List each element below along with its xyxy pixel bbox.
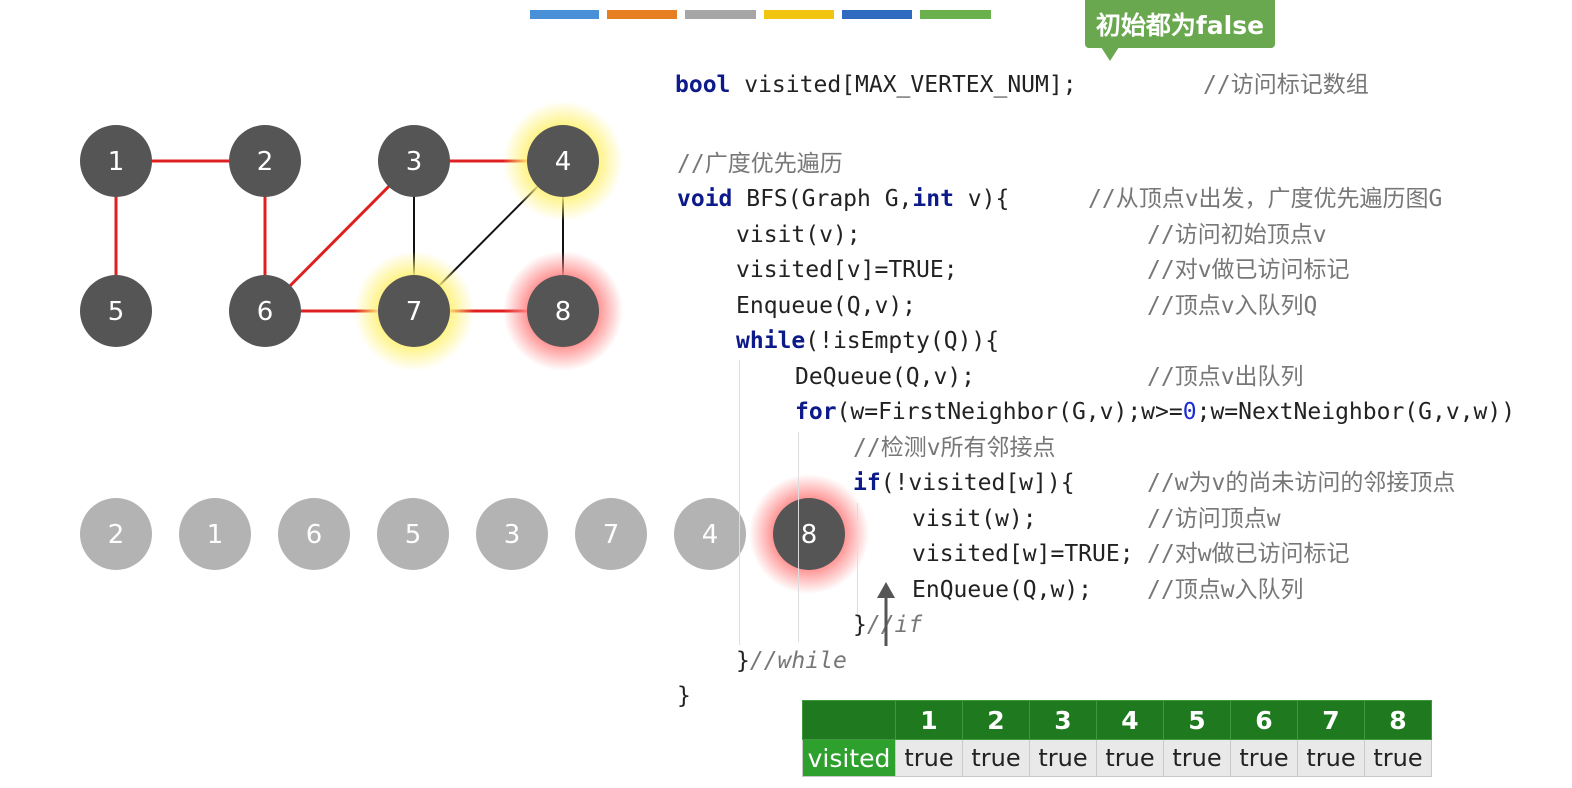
graph-node-label: 5 [108,297,125,327]
code-line-enqueue-w: EnQueue(Q,w); [912,577,1093,603]
graph-node-2: 2 [229,125,301,197]
visited-table-header-cell: 2 [962,700,1030,740]
queue-item-5: 5 [377,498,449,570]
visited-table-value-cell: true [1297,739,1365,777]
code-line-visit-w: visit(w); [912,506,1037,532]
visited-table-value-cell: true [1230,739,1298,777]
queue-item-label: 6 [306,520,323,550]
callout-bubble: 初始都为false [1085,0,1275,48]
graph-node-label: 4 [555,147,572,177]
queue-item-label: 2 [108,520,125,550]
code-line-mark-w: visited[w]=TRUE; [912,541,1134,567]
tab-swatch-darkblue [842,10,912,19]
code-line-while: while(!isEmpty(Q)){ [736,328,1000,354]
code-line-decl: bool visited[MAX_VERTEX_NUM]; [675,72,1077,98]
visited-table-header-cell: 7 [1297,700,1365,740]
graph-node-1: 1 [80,125,152,197]
queue-item-1: 1 [179,498,251,570]
graph-node-3: 3 [378,125,450,197]
tab-swatch-orange [607,10,677,19]
queue-item-8: 8 [749,474,869,594]
graph-node-7: 7 [354,251,474,371]
graph-node-label: 8 [555,297,572,327]
tab-swatch-gray [685,10,756,19]
code-comment-dequeue: //顶点v出队列 [1147,364,1304,390]
code-comment-mark-w: //对w做已访问标记 [1147,541,1350,567]
graph-node-8: 8 [503,251,623,371]
visited-table-value-cell: true [1029,739,1097,777]
visited-table-header-cell: 8 [1364,700,1432,740]
queue-item-3: 3 [476,498,548,570]
visited-table-value-cell: true [895,739,963,777]
code-comment-signature: //从顶点v出发，广度优先遍历图G [1088,186,1443,212]
visited-table-header-cell: 5 [1163,700,1231,740]
visited-table-value-cell: true [1096,739,1164,777]
graph-node-label: 3 [406,147,423,177]
code-comment-bfs: //广度优先遍历 [677,151,843,177]
queue-diagram: 2 1 6 5 3 7 4 8 [80,474,869,594]
queue-item-label: 7 [603,520,620,550]
code-line-if: if(!visited[w]){ [853,470,1075,496]
visited-table-header-cell: 6 [1230,700,1298,740]
callout-pointer [1101,47,1119,61]
visited-table-value-cell: true [1163,739,1231,777]
code-line-enqueue: Enqueue(Q,v); [736,293,917,319]
indent-guide [798,432,799,642]
queue-item-label: 4 [702,520,719,550]
visited-table-corner-cell [802,700,896,740]
code-line-for: for(w=FirstNeighbor(G,v);w>=0;w=NextNeig… [795,399,1516,425]
tab-swatch-yellow [764,10,834,19]
visited-array-table: 1 2 3 4 5 6 7 8 visited true true true t… [802,700,1432,777]
tab-swatch-blue [530,10,599,19]
tab-swatch-green [920,10,991,19]
queue-item-label: 3 [504,520,521,550]
queue-item-2: 2 [80,498,152,570]
code-line-mark: visited[v]=TRUE; [736,257,958,283]
indent-guide [739,360,740,645]
code-line-signature: void BFS(Graph G,int v){ [677,186,1010,212]
code-comment-if: //w为v的尚未访问的邻接顶点 [1147,470,1456,496]
execution-pointer-arrow [877,582,895,646]
queue-item-label: 1 [207,520,224,550]
code-comment-visit-w: //访问顶点w [1147,506,1281,532]
code-comment-visit: //访问初始顶点v [1147,222,1327,248]
color-tab-strip [530,10,995,20]
visited-table-value-row: visited true true true true true true tr… [802,739,1432,777]
graph-diagram: 1 2 3 4 5 6 7 8 [80,101,623,371]
graph-node-label: 2 [257,147,274,177]
code-line-visit: visit(v); [736,222,861,248]
graph-node-6: 6 [229,275,301,347]
code-line-end-while: }//while [736,648,847,674]
graph-node-4: 4 [503,101,623,221]
visited-table-header-cell: 3 [1029,700,1097,740]
graph-node-label: 1 [108,147,125,177]
code-line-end-function: } [677,683,691,709]
graph-node-label: 6 [257,297,274,327]
callout-text: 初始都为false [1095,11,1265,40]
queue-item-6: 6 [278,498,350,570]
visited-table-value-cell: true [1364,739,1432,777]
visited-table-value-cell: true [962,739,1030,777]
code-comment-mark: //对v做已访问标记 [1147,257,1350,283]
code-comment-enqueue: //顶点v入队列Q [1147,293,1318,319]
queue-item-4: 4 [674,498,746,570]
queue-item-label: 5 [405,520,422,550]
code-line-end-if: }//if [853,612,923,638]
queue-item-7: 7 [575,498,647,570]
indent-guide [857,503,858,618]
code-line-dequeue: DeQueue(Q,v); [795,364,976,390]
visited-table-header-row: 1 2 3 4 5 6 7 8 [802,700,1432,740]
queue-item-label: 8 [801,520,818,550]
code-comment-check: //检测v所有邻接点 [853,435,1056,461]
graph-node-label: 7 [406,297,423,327]
visited-table-header-cell: 1 [895,700,963,740]
code-comment-decl: //访问标记数组 [1203,72,1369,98]
code-comment-enqueue-w: //顶点w入队列 [1147,577,1304,603]
graph-node-5: 5 [80,275,152,347]
visited-table-header-cell: 4 [1096,700,1164,740]
visited-table-row-label: visited [802,739,896,777]
